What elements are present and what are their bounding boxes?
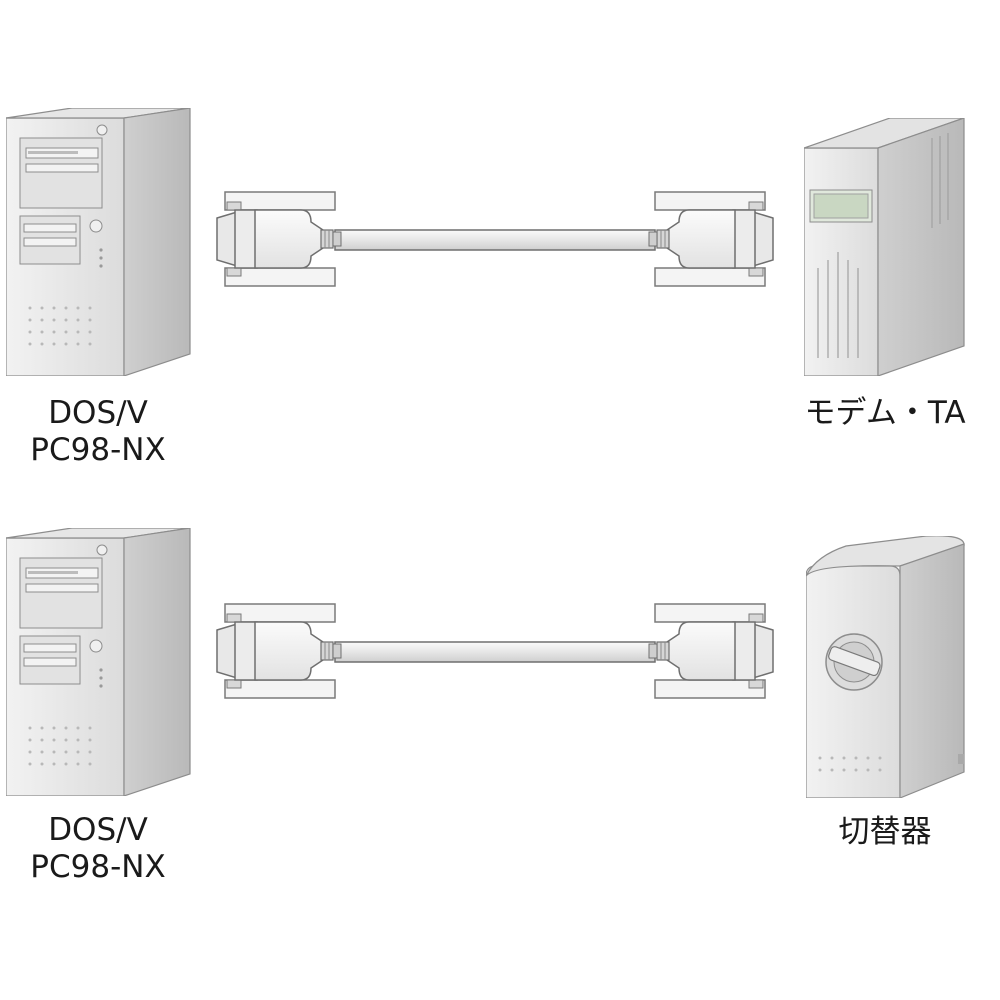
left-device-label-line-1: DOS/V (48, 395, 148, 431)
serial-cable-icon (216, 603, 774, 699)
right-device-label: モデム・TA (804, 395, 966, 431)
switch-box-icon (806, 536, 965, 798)
modem-ta-icon (804, 118, 965, 376)
pc-tower-icon (6, 108, 191, 376)
left-device-label: DOS/V PC98-NX (0, 395, 196, 469)
connection-row-2: DOS/V PC98-NX 切替器 (0, 518, 1000, 998)
serial-cable-icon (216, 191, 774, 287)
pc-tower-icon (6, 528, 191, 796)
connection-row-1: DOS/V PC98-NX モデム・TA (0, 0, 1000, 480)
left-device-label-line-1: DOS/V (48, 812, 148, 848)
left-device-label-line-2: PC98-NX (30, 849, 166, 885)
left-device-label-line-2: PC98-NX (30, 432, 166, 468)
left-device-label: DOS/V PC98-NX (0, 812, 196, 886)
right-device-label: 切替器 (838, 814, 932, 850)
